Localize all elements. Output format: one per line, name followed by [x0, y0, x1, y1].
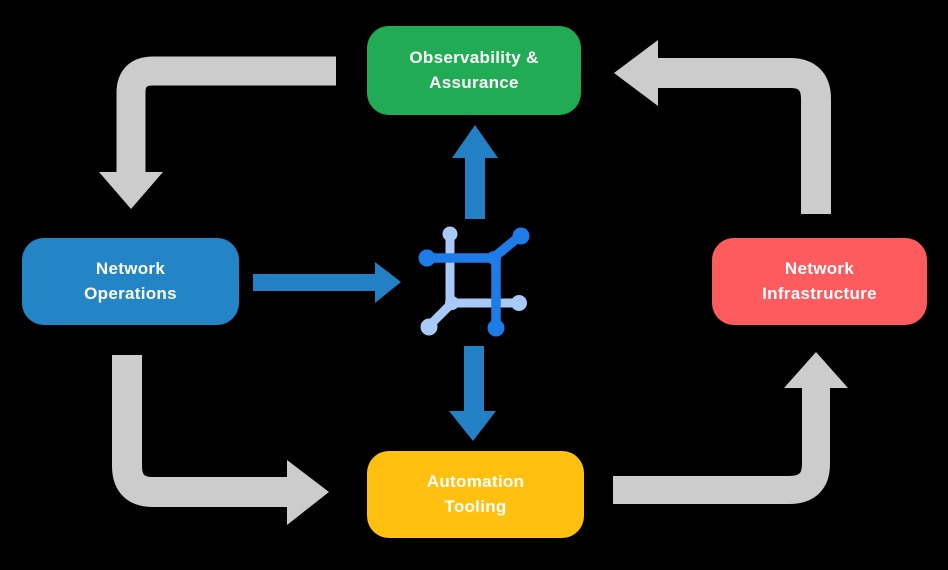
- arrow-operations-to-platform: [253, 262, 401, 303]
- arrow-head-down-icon: [99, 172, 163, 209]
- node-network-operations: Network Operations: [22, 238, 239, 325]
- arrow-head-right-icon: [287, 460, 329, 525]
- node-label: Network Operations: [84, 258, 177, 303]
- arrow-observability-to-operations: [99, 56, 336, 209]
- arrow-infrastructure-to-observability: [614, 40, 831, 214]
- icon-dot: [420, 318, 438, 336]
- arrow-head-down-icon: [449, 411, 496, 441]
- arrow-head-up-icon: [452, 125, 498, 158]
- arrow-platform-to-observability: [452, 125, 498, 219]
- arrow-head-left-icon: [614, 40, 658, 106]
- arrow-platform-to-automation: [449, 346, 496, 441]
- arrow-shaft: [656, 58, 831, 214]
- arrow-shaft: [253, 274, 376, 291]
- arrow-shaft: [465, 157, 485, 219]
- arrow-head-up-icon: [784, 352, 848, 388]
- node-automation-tooling: Automation Tooling: [367, 451, 584, 538]
- icon-dot: [511, 295, 527, 311]
- arrow-shaft: [112, 355, 289, 507]
- icon-dot: [418, 249, 436, 267]
- node-label: Network Infrastructure: [762, 258, 877, 303]
- node-label: Automation Tooling: [426, 471, 525, 516]
- icon-dot: [487, 319, 505, 337]
- node-network-infrastructure: Network Infrastructure: [712, 238, 927, 325]
- arrow-operations-to-automation: [112, 355, 329, 525]
- node-label: Observability & Assurance: [409, 47, 539, 92]
- icon-dot: [442, 226, 458, 242]
- arrow-head-right-icon: [375, 262, 401, 303]
- arrow-automation-to-infrastructure: [613, 352, 848, 504]
- network-nodes-icon: [418, 226, 530, 337]
- icon-node: [445, 296, 459, 310]
- arrow-shaft: [116, 56, 336, 174]
- icon-node: [487, 251, 501, 265]
- icon-dot: [512, 227, 530, 245]
- node-observability-assurance: Observability & Assurance: [367, 26, 581, 115]
- arrow-shaft: [613, 386, 830, 504]
- arrow-shaft: [464, 346, 484, 412]
